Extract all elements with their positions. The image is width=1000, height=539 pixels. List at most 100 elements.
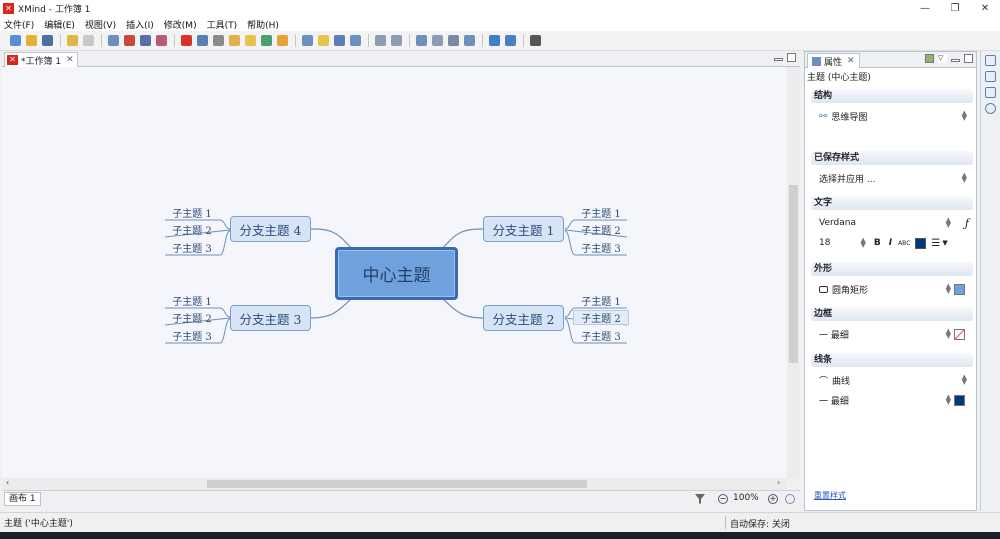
spinner-icon[interactable]: ▲▼ [945,282,951,295]
subtopic-b3-3[interactable]: 子主题 3 [172,332,212,343]
branch-topic-3[interactable]: 分支主题 3 [230,305,311,331]
hyperlink-icon[interactable] [261,35,272,46]
minimize-button[interactable]: — [920,3,930,14]
chevron-down-icon[interactable]: ▽ [938,54,947,63]
spinner-icon[interactable]: ▲▼ [945,216,951,229]
drill-down-icon[interactable] [375,35,386,46]
undo-icon[interactable] [67,35,78,46]
presentation-icon[interactable] [416,35,427,46]
menu-view[interactable]: 视图(V) [84,20,117,31]
spinner-icon[interactable]: ▲▼ [860,236,866,249]
horizontal-scroll-thumb[interactable] [207,480,587,488]
subtopic-b2-2[interactable]: 子主题 2 [573,310,629,325]
idea-bulb-icon[interactable] [318,35,329,46]
font-family-selector[interactable]: Verdana ▲▼ ƒ [811,213,973,233]
pin-icon[interactable] [925,54,934,63]
restore-panel-icon[interactable] [985,55,996,66]
subtopic-b1-3[interactable]: 子主题 3 [581,244,621,255]
branch-topic-1[interactable]: 分支主题 1 [483,216,564,242]
shape-selector[interactable]: 圆角矩形 ▲▼ [811,279,973,299]
drill-up-icon[interactable] [391,35,402,46]
attachment-icon[interactable] [213,35,224,46]
sheet-tab-1[interactable]: 画布 1 [4,491,41,506]
spinner-icon[interactable]: ▲▼ [961,171,967,184]
font-chooser-icon[interactable]: ƒ [964,216,969,230]
close-icon[interactable]: ✕ [66,55,74,65]
line-style-selector[interactable]: ⌒ 曲线 ▲▼ [811,370,973,390]
insert-floating-icon[interactable] [156,35,167,46]
redo-icon[interactable] [83,35,94,46]
tab-properties[interactable]: 属性 ✕ [807,53,860,68]
subtopic-b3-1[interactable]: 子主题 1 [172,297,212,308]
menu-insert[interactable]: 插入(I) [126,20,154,31]
maximize-panel-icon[interactable] [787,53,796,62]
close-icon[interactable]: ✕ [847,56,855,66]
outline-icon[interactable] [432,35,443,46]
minimize-panel-icon[interactable] [951,59,960,62]
image-icon[interactable] [197,35,208,46]
clock-icon[interactable] [985,103,996,114]
share-upload-icon[interactable] [489,35,500,46]
maximize-panel-icon[interactable] [964,54,973,63]
clock-icon[interactable] [448,35,459,46]
marker-flag-icon[interactable] [181,35,192,46]
comment-icon[interactable] [277,35,288,46]
font-size-value[interactable]: 18 [819,238,831,248]
shape-fill-color-swatch[interactable] [954,284,965,295]
subtopic-b3-2[interactable]: 子主题 2 [172,314,212,325]
insert-subtopic-icon[interactable] [124,35,135,46]
line-color-swatch[interactable] [954,395,965,406]
font-color-swatch[interactable] [915,237,927,249]
menu-help[interactable]: 帮助(H) [247,20,279,31]
filter-icon[interactable] [695,494,705,504]
spinner-icon[interactable]: ▲▼ [961,373,967,386]
relationship-icon[interactable] [350,35,361,46]
outline-view-icon[interactable] [985,71,996,82]
subtopic-b2-1[interactable]: 子主题 1 [581,297,621,308]
tab-workbook-1[interactable]: ✕ *工作簿 1 ✕ [4,52,78,67]
subtopic-b4-3[interactable]: 子主题 3 [172,244,212,255]
reset-style-link[interactable]: 重置样式 [814,491,846,500]
subtopic-b4-1[interactable]: 子主题 1 [172,209,212,220]
insert-topic-icon[interactable] [108,35,119,46]
line-width-selector[interactable]: 一 最细 ▲▼ [811,390,973,410]
saved-style-selector[interactable]: 选择并应用 ... ▲▼ [811,168,973,188]
subtopic-b1-2[interactable]: 子主题 2 [581,226,621,237]
chevron-down-icon[interactable]: ▼ [942,239,948,247]
spinner-icon[interactable]: ▲▼ [945,393,951,406]
central-topic[interactable]: 中心主题 [335,247,458,300]
open-folder-icon[interactable] [26,35,37,46]
maximize-button[interactable]: ❐ [950,3,960,14]
subtopic-b2-3[interactable]: 子主题 3 [581,332,621,343]
insert-before-icon[interactable] [140,35,151,46]
zoom-out-icon[interactable]: − [718,494,728,504]
zoom-in-icon[interactable]: + [768,494,778,504]
menu-file[interactable]: 文件(F) [4,20,35,31]
scroll-left-icon[interactable]: ‹ [6,478,10,487]
structure-selector[interactable]: ⚯ 思维导图 ▲▼ [811,106,973,126]
spinner-icon[interactable]: ▲▼ [961,109,967,122]
spinner-icon[interactable]: ▲▼ [945,327,951,340]
zoom-view-icon[interactable] [985,87,996,98]
align-icon[interactable]: ☰ [931,237,941,249]
vertical-scroll-thumb[interactable] [789,185,798,363]
vertical-scrollbar[interactable] [787,67,800,478]
subtopic-b4-2[interactable]: 子主题 2 [172,226,212,237]
menu-tools[interactable]: 工具(T) [206,20,238,31]
search-icon[interactable] [464,35,475,46]
gear-icon[interactable] [530,35,541,46]
strikethrough-button[interactable]: ABC [898,239,911,247]
no-color-swatch-icon[interactable] [954,329,965,340]
export-icon[interactable] [505,35,516,46]
scroll-right-icon[interactable]: › [777,478,781,487]
horizontal-scrollbar[interactable]: ‹ › [2,478,787,490]
menu-modify[interactable]: 修改(M) [163,20,197,31]
save-icon[interactable] [42,35,53,46]
zoom-fit-icon[interactable] [785,494,795,504]
note-icon[interactable] [229,35,240,46]
bold-button[interactable]: B [873,238,881,248]
minimize-panel-icon[interactable] [774,58,783,61]
label-icon[interactable] [245,35,256,46]
status-autosave[interactable]: 自动保存: 关闭 [730,520,790,530]
mindmap-canvas[interactable]: 中心主题 分支主题 1 分支主题 2 分支主题 3 分支主题 4 子主题 1 子… [2,67,787,478]
